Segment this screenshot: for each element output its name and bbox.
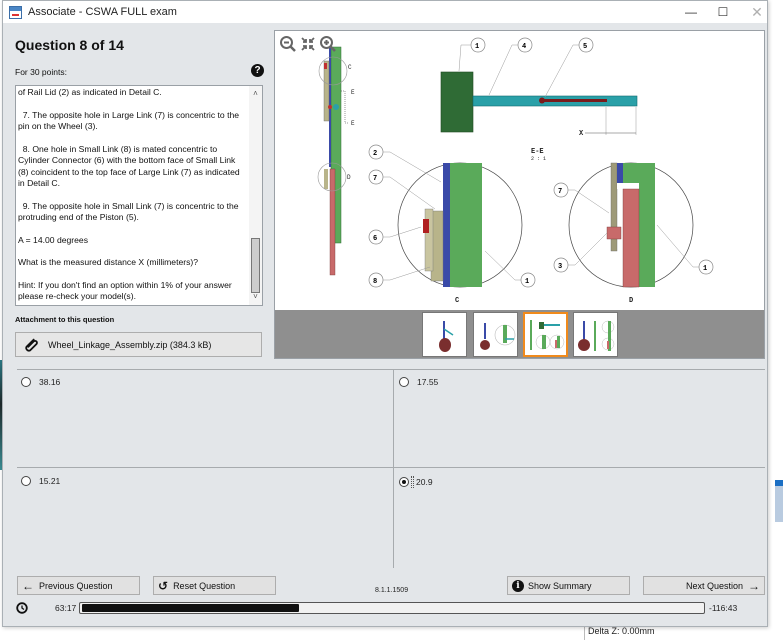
focus-indicator [411,476,414,488]
background-app-right [771,0,783,640]
elapsed-time: 63:17 [55,603,77,613]
answer-value: 17.55 [417,377,439,387]
attachment-label: Attachment to this question [15,315,115,324]
delta-z-readout: Delta Z: 0.00mm [584,626,655,640]
points-label: For 30 points: [15,67,67,77]
question-paragraph: of Rail Lid (2) as indicated in Detail C… [18,87,162,97]
svg-text:E: E [351,120,355,127]
show-summary-label: Show Summary [528,580,592,591]
arrow-right-icon: → [748,578,760,593]
answer-value: 15.21 [39,476,61,486]
radio-button[interactable] [21,377,31,387]
question-text-box[interactable]: of Rail Lid (2) as indicated in Detail C… [15,85,263,306]
time-progress-fill [82,604,299,612]
close-button[interactable]: ✕ [751,3,763,20]
question-paragraph: A = 14.00 degrees [18,234,89,245]
thumbnail-view-3[interactable] [523,312,568,357]
zoom-in-icon[interactable] [319,35,337,53]
zoom-out-icon[interactable] [279,35,297,53]
thumbnail-strip [275,310,764,358]
fit-to-view-icon[interactable] [299,35,317,53]
question-text: of Rail Lid (2) as indicated in Detail C… [18,87,248,305]
svg-text:2: 2 [373,150,377,158]
scroll-up-icon[interactable]: ˄ [253,89,258,98]
svg-text:1: 1 [525,278,529,286]
previous-question-label: Previous Question [39,580,113,591]
info-icon: i [512,579,524,592]
svg-text:D: D [347,174,351,181]
radio-button[interactable] [21,476,31,486]
svg-text:6: 6 [373,235,377,243]
answer-option-1[interactable]: 38.16 [21,377,60,387]
question-paragraph: 7. The opposite hole in Large Link (7) i… [18,109,240,132]
question-scrollbar[interactable]: ˄ ˅ [249,86,262,305]
version-label: 8.1.1.1509 [375,587,409,594]
remaining-time: -116:43 [709,603,738,613]
maximize-button[interactable]: ☐ [717,5,729,19]
background-app-selection [775,480,783,522]
attachment-download-button[interactable]: Wheel_Linkage_Assembly.zip (384.3 kB) [15,332,262,357]
svg-text:E-E: E-E [531,148,544,156]
svg-text:3: 3 [558,263,562,271]
thumbnail-view-2[interactable] [473,312,518,357]
svg-text:4: 4 [522,43,526,51]
arrow-left-icon: ← [22,578,34,593]
answer-divider-vertical [393,370,394,568]
next-question-button[interactable]: Next Question → [643,576,765,595]
scroll-thumb[interactable] [251,238,260,293]
background-app-status: Delta Z: 0.00mm [0,626,783,640]
attachment-filename: Wheel_Linkage_Assembly.zip (384.3 kB) [48,339,212,350]
show-summary-button[interactable]: i Show Summary [507,576,630,595]
svg-text:C: C [455,297,459,305]
svg-text:1: 1 [703,265,707,273]
svg-text:X: X [579,130,584,138]
next-question-label: Next Question [685,580,743,591]
scroll-down-icon[interactable]: ˅ [253,292,258,301]
figure-viewer[interactable]: C D E E X E-E 2 : 1 1 4 5 [274,30,765,359]
question-heading: Question 8 of 14 [15,37,124,53]
reset-question-label: Reset Question [173,580,236,591]
answer-divider-horizontal [17,467,765,468]
zoom-toolbar [279,35,337,53]
radio-button[interactable] [399,377,409,387]
technical-drawing: C D E E X E-E 2 : 1 1 4 5 [317,37,714,305]
answer-option-4[interactable]: 20.9 [399,476,433,488]
question-paragraph: Hint: If you don't find an option within… [18,279,232,302]
title-bar[interactable]: Associate - CSWA FULL exam — ☐ ✕ [3,1,767,23]
exam-window: Associate - CSWA FULL exam — ☐ ✕ Questio… [2,0,768,627]
time-progress-bar [79,602,705,614]
answer-value: 20.9 [416,477,433,487]
window-title: Associate - CSWA FULL exam [28,6,177,18]
thumbnail-view-1[interactable] [422,312,467,357]
app-icon [9,5,22,19]
paperclip-icon [25,338,38,352]
svg-text:C: C [348,64,352,71]
svg-text:1: 1 [475,43,479,51]
previous-question-button[interactable]: ← Previous Question [17,576,140,595]
answer-value: 38.16 [39,377,61,387]
svg-text:D: D [629,297,633,305]
reset-icon: ↺ [158,578,169,593]
help-icon[interactable]: ? [251,64,264,77]
clock-icon [16,602,28,614]
answer-option-2[interactable]: 17.55 [399,377,438,387]
thumbnail-view-4[interactable] [573,312,618,357]
svg-text:E: E [351,89,355,96]
svg-text:7: 7 [558,188,562,196]
question-paragraph: 9. The opposite hole in Small Link (7) i… [18,200,239,223]
reset-question-button[interactable]: ↺ Reset Question [153,576,276,595]
svg-text:8: 8 [373,278,377,286]
question-paragraph: 8. One hole in Small Link (8) is mated c… [18,143,240,189]
question-paragraph: What is the measured distance X (millime… [18,257,199,267]
answer-option-3[interactable]: 15.21 [21,476,60,486]
minimize-button[interactable]: — [685,5,697,19]
svg-text:2 : 1: 2 : 1 [531,156,546,162]
svg-text:5: 5 [583,43,587,51]
radio-button-selected[interactable] [399,477,409,487]
answer-grid: 38.16 17.55 15.21 20.9 [17,369,765,568]
svg-text:7: 7 [373,175,377,183]
